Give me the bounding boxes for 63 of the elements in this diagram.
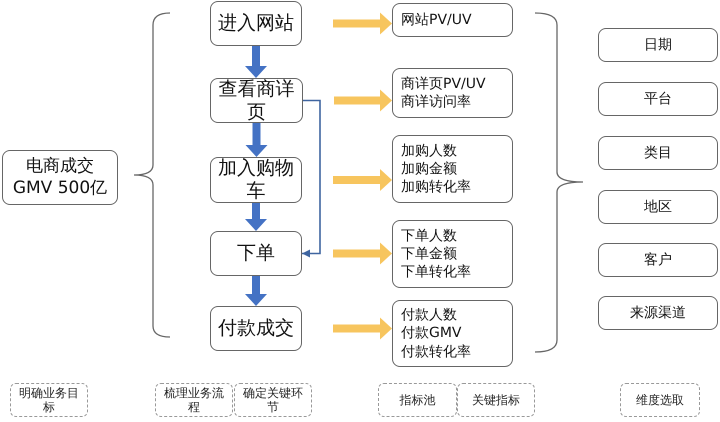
dimension-box [598,82,718,116]
metric-box [392,135,513,203]
dimension-label: 平台 [644,90,672,108]
metric-label: 付款人数 [401,306,457,324]
metric-label: 加购人数 [401,142,457,160]
metric-box [392,300,513,367]
step-label: 查看商详页 [218,78,296,124]
block-arrow [333,242,392,264]
block-arrow [334,90,392,112]
stage-box [457,383,535,417]
stage-label: 关键指标 [472,392,520,408]
metric-label: 商详访问率 [401,93,471,112]
dimension-box [598,296,718,330]
goal-box [2,150,118,205]
metric-box [392,3,513,37]
metric-label: 下单人数 [401,226,457,245]
block-arrow [333,12,392,34]
metric-label: 付款GMV [401,324,462,343]
stage-label: 确定关键环节 [242,386,304,414]
block-arrow [246,123,268,157]
dimension-label: 客户 [644,251,672,269]
process-box [210,78,303,123]
stage-box [378,383,457,417]
stage-label: 明确业务目标 [18,386,80,414]
dimension-box [598,136,718,170]
metric-label: 加购转化率 [401,178,471,196]
stage-box [10,383,88,417]
metric-box [392,220,513,288]
dimension-box [598,243,718,277]
metric-label: 下单转化率 [401,263,471,282]
goal-label: 电商成交 GMV 500亿 [12,156,108,199]
dimension-label: 地区 [644,198,672,216]
process-box [210,306,302,351]
connector-arrow [302,100,321,258]
metric-label: 商详页PV/UV [401,74,486,93]
step-label: 付款成交 [218,317,294,340]
stage-label: 指标池 [400,392,436,408]
step-label: 加入购物车 [217,157,295,203]
stage-label: 维度选取 [636,392,684,408]
metric-label: 付款转化率 [401,342,471,361]
dimension-label: 日期 [644,36,672,54]
process-box [210,1,302,46]
block-arrow [333,318,392,340]
process-box [210,231,302,276]
step-label: 进入网站 [218,12,294,35]
process-box [210,157,302,203]
block-arrow [333,169,392,191]
metric-label: 网站PV/UV [401,10,472,30]
stage-label: 梳理业务流程 [163,386,225,414]
dimension-box [598,28,718,62]
stage-box [234,383,312,417]
stage-box [620,383,700,417]
dimension-box [598,190,718,224]
metric-label: 加购金额 [401,160,457,178]
dimension-label: 类目 [644,144,672,162]
stage-box [155,383,233,417]
step-label: 下单 [237,242,275,265]
dimension-label: 来源渠道 [630,304,686,322]
block-arrow [245,276,267,306]
metric-box [392,68,513,118]
block-arrow [245,46,267,78]
metric-label: 下单金额 [401,244,457,264]
block-arrow [245,203,267,231]
